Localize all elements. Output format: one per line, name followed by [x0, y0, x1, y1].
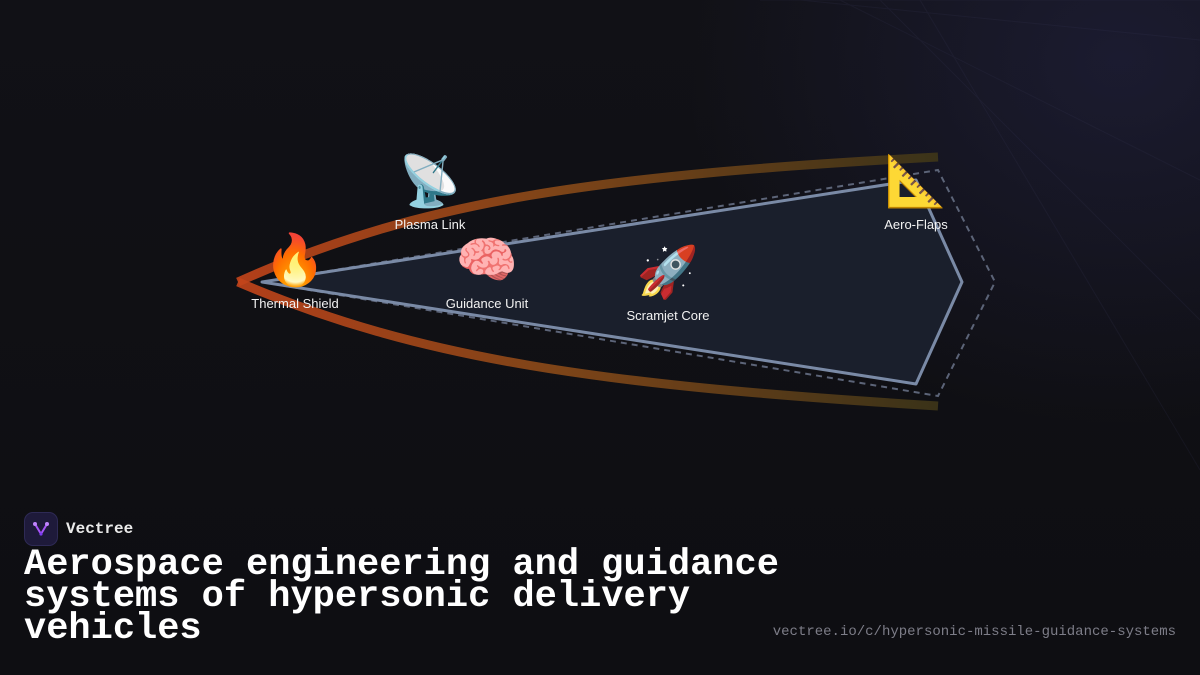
node-thermal-shield: 🔥 Thermal Shield [251, 230, 338, 311]
source-url: vectree.io/c/hypersonic-missile-guidance… [772, 624, 1176, 640]
node-guidance-unit: 🧠 Guidance Unit [446, 230, 528, 311]
vehicle-body [260, 178, 964, 386]
triangular-ruler-icon: 📐 [884, 153, 948, 209]
exhaust-trail-lower [236, 277, 939, 411]
node-label: Aero-Flaps [884, 217, 948, 232]
node-label: Scramjet Core [626, 308, 710, 323]
node-label: Thermal Shield [251, 296, 339, 311]
node-label: Guidance Unit [445, 296, 529, 311]
node-plasma-link: 📡 Plasma Link [395, 151, 466, 232]
vehicle-outline-dashed [261, 168, 997, 398]
vectree-logo-icon [24, 512, 58, 546]
node-aero-flaps: 📐 Aero-Flaps [884, 151, 948, 232]
node-scramjet-core: 🚀 Scramjet Core [626, 242, 709, 323]
page-title: Aerospace engineering and guidance syste… [24, 544, 779, 650]
satellite-antenna-icon: 📡 [398, 153, 462, 209]
brand-name: Vectree [66, 520, 134, 538]
node-label: Plasma Link [394, 217, 466, 232]
exhaust-trail-upper [236, 152, 939, 287]
brand: Vectree [24, 512, 133, 546]
rocket-icon: 🚀 [636, 244, 700, 300]
fire-icon: 🔥 [263, 232, 327, 288]
brain-icon: 🧠 [455, 232, 519, 288]
